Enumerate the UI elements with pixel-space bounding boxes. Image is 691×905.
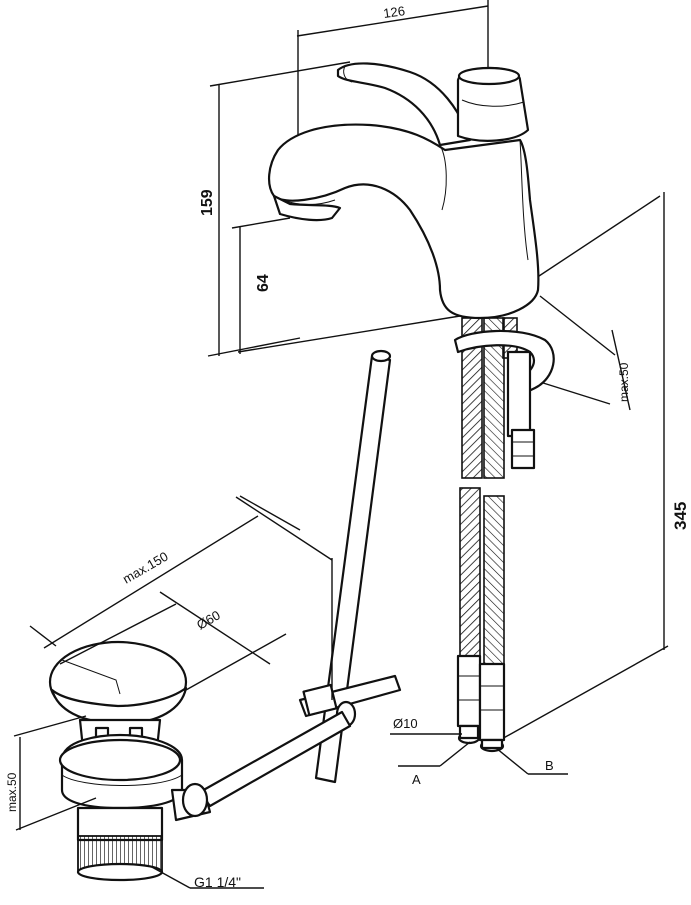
- supply-hoses: [456, 317, 518, 753]
- dimension-thread: G1 1/4": [149, 865, 264, 890]
- dimension-126: 126: [296, 0, 489, 150]
- label-a: A: [398, 741, 471, 787]
- dim-60-label: Ø60: [194, 607, 223, 632]
- label-b: B: [495, 747, 568, 775]
- popup-drain: [48, 640, 212, 882]
- dim-drain-max50-label: max.50: [5, 772, 19, 812]
- dim-126-label: 126: [382, 3, 406, 21]
- drain-rod: [198, 349, 402, 808]
- inlet-a-label: A: [412, 772, 421, 787]
- thread-label: G1 1/4": [194, 874, 241, 890]
- dim-64-label: 64: [255, 274, 272, 292]
- dim-345-label: 345: [671, 502, 690, 530]
- dimension-deck-max50: max.50: [535, 195, 661, 411]
- dimension-159: 159: [199, 61, 351, 357]
- dimension-hose-diameter: Ø10: [390, 716, 462, 735]
- dimension-drain-max50: max.50: [5, 715, 97, 831]
- mounting-hardware: [453, 329, 555, 470]
- hose-diameter-label: Ø10: [393, 716, 418, 731]
- faucet-body: [268, 62, 540, 320]
- dimension-64: 64: [231, 217, 461, 354]
- dim-159-label: 159: [199, 189, 216, 216]
- dimension-345: 345: [499, 192, 690, 741]
- dim-deck-label: max.50: [617, 362, 631, 402]
- inlet-b-label: B: [545, 758, 554, 773]
- dim-max150-label: max.150: [120, 549, 171, 587]
